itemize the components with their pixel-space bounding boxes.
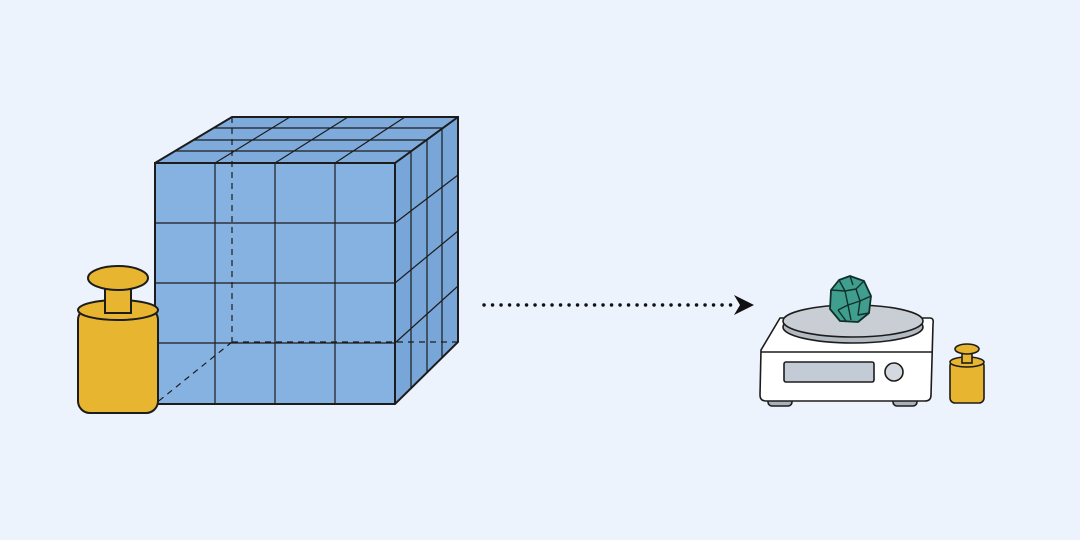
- small-calibration-weight: [949, 343, 985, 404]
- small-weight-knob: [954, 343, 980, 355]
- mineral-sample: [829, 275, 872, 323]
- mineral-facets: [830, 275, 872, 322]
- arrow-head: [734, 295, 754, 315]
- digital-scale: [759, 304, 934, 407]
- cube-hidden-edges: [154, 117, 458, 405]
- large-calibration-weight: [77, 265, 159, 414]
- mineral-body: [829, 275, 872, 323]
- cube-right-grid: [394, 128, 459, 389]
- transform-arrow: [482, 295, 754, 315]
- scale-tare-button: [884, 362, 904, 382]
- large-weight-body: [77, 307, 159, 414]
- large-unit-cube: [154, 116, 459, 405]
- cube-front-grid: [155, 163, 395, 404]
- cube-top-grid: [175, 116, 442, 164]
- large-weight-knob: [87, 265, 149, 291]
- scale-display: [783, 361, 875, 383]
- cube-outline: [154, 116, 459, 405]
